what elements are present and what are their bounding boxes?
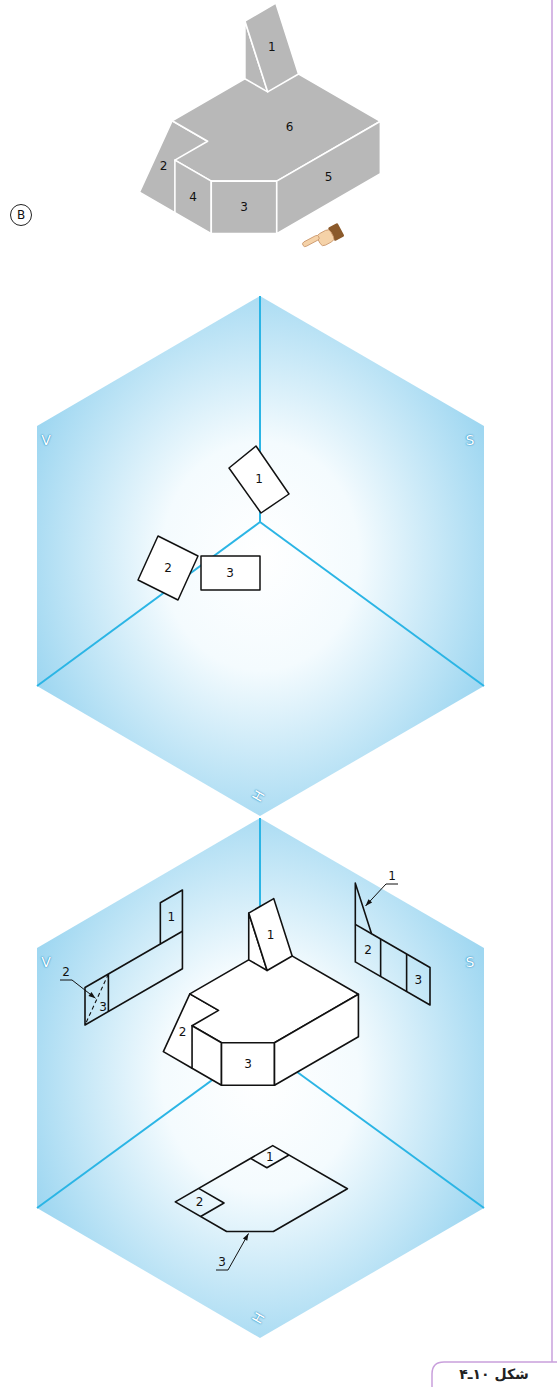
side-view-outline <box>355 883 430 1005</box>
top-view-outline <box>175 1146 347 1232</box>
side-view-edge <box>380 939 382 977</box>
projection-box-background <box>37 818 484 1338</box>
object-face <box>249 899 292 971</box>
front-view-outline <box>85 890 182 1025</box>
object-face <box>245 3 299 92</box>
shaded-isometric-object <box>139 3 380 233</box>
plane-label: S <box>466 433 475 447</box>
face-shape <box>229 446 289 513</box>
axis-line <box>37 522 260 686</box>
callout-number: 3 <box>99 1001 107 1013</box>
hidden-line <box>85 974 108 1025</box>
true-shape-faces <box>138 446 289 600</box>
callout-number: 2 <box>196 1196 204 1208</box>
front-view-edge <box>160 931 182 944</box>
leader-lines <box>60 884 398 1270</box>
projection-views <box>85 883 430 1231</box>
callout-number: 3 <box>240 201 248 213</box>
leader-line <box>60 980 96 998</box>
outlined-isometric-object <box>163 899 358 1086</box>
callout-number: 3 <box>218 1256 226 1268</box>
view-letter: B <box>17 209 25 221</box>
callout-number: 1 <box>268 41 276 53</box>
object-face <box>192 1026 221 1086</box>
object-face <box>277 121 381 233</box>
object-face <box>211 181 276 234</box>
callout-number: 2 <box>164 562 172 574</box>
callout-number: 1 <box>388 870 396 882</box>
object-face <box>222 1043 275 1086</box>
callout-number: 6 <box>286 121 294 133</box>
face-shape <box>201 556 260 590</box>
plane-label: V <box>41 955 51 969</box>
leader-line <box>366 884 399 906</box>
object-face <box>275 994 359 1085</box>
side-view-edge <box>406 954 408 992</box>
leader-line <box>216 1234 249 1271</box>
view-marker-circle: B <box>10 204 32 226</box>
callout-number: 1 <box>267 929 275 941</box>
callout-number: 2 <box>364 944 372 956</box>
page-frame-line <box>551 0 553 1362</box>
callout-number: 1 <box>168 911 176 923</box>
projection-box-background <box>37 296 484 816</box>
front-view-edge <box>108 974 110 1012</box>
axis-line <box>260 522 484 686</box>
face-shape <box>138 536 198 600</box>
leader-arrowhead <box>88 992 95 998</box>
plane-label: S <box>466 955 475 969</box>
plane-label: V <box>41 433 51 447</box>
callout-number: 2 <box>160 160 168 172</box>
callout-number: 1 <box>266 1151 274 1163</box>
object-face <box>175 160 211 234</box>
callout-number: 5 <box>325 171 333 183</box>
callout-number: 1 <box>255 473 263 485</box>
side-view-edge <box>355 924 371 933</box>
callout-number: 3 <box>414 974 422 986</box>
leader-arrowhead <box>243 1234 249 1241</box>
pointing-hand-icon <box>301 223 344 255</box>
callout-number: 3 <box>226 567 234 579</box>
callout-number: 2 <box>179 1026 187 1038</box>
plane-axes <box>37 296 484 1208</box>
callout-number: 4 <box>189 191 197 203</box>
hand-finger <box>302 235 320 248</box>
callout-number: 2 <box>62 966 70 978</box>
caption-tab <box>432 1362 557 1387</box>
figure-caption: شکل ۱۰ـ۴ <box>459 1367 529 1382</box>
leader-arrowhead <box>366 899 373 906</box>
callout-number: 3 <box>244 1058 252 1070</box>
